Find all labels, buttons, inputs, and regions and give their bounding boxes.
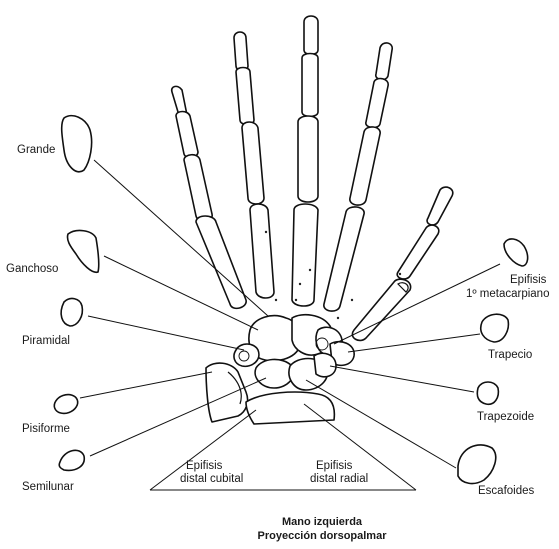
caption-line1: Mano izquierda (282, 516, 363, 528)
label-piramidal: Piramidal (22, 335, 70, 347)
label-epifisis-cubital-line1: Epifisis (186, 460, 223, 472)
ganchoso-bone-icon (67, 231, 98, 273)
epifisis-1met-bone-icon (504, 239, 528, 266)
label-epifisis-1met-line2: 1º metacarpiano (466, 288, 549, 300)
label-grande: Grande (17, 144, 55, 156)
label-pisiforme: Pisiforme (22, 423, 70, 435)
index-finger (324, 43, 392, 311)
piramidal-bone-icon (61, 299, 82, 326)
grande-bone-icon (62, 116, 92, 172)
label-escafoides: Escafoides (478, 485, 535, 497)
caption-line2: Proyección dorsopalmar (258, 530, 388, 542)
hand-skeleton (172, 16, 453, 424)
isolated-bones (52, 116, 528, 484)
label-semilunar: Semilunar (22, 481, 74, 493)
label-epifisis-radial-line2: distal radial (310, 473, 368, 485)
thumb (352, 187, 452, 340)
pisiforme-bone-icon (52, 391, 81, 416)
ring-finger (234, 32, 274, 298)
trapezoide-bone-icon (477, 382, 498, 404)
label-epifisis-1met-line1: Epifisis (510, 274, 547, 286)
label-trapecio: Trapecio (488, 349, 532, 361)
little-finger (172, 86, 246, 308)
figure-caption: Mano izquierda Proyección dorsopalmar (258, 516, 388, 542)
label-epifisis-radial-line1: Epifisis (316, 460, 353, 472)
label-ganchoso: Ganchoso (6, 263, 58, 275)
escafoides-bone-icon (458, 445, 496, 484)
carpal-bones (234, 315, 354, 390)
label-epifisis-cubital-line2: distal cubital (180, 473, 243, 485)
trapecio-bone-icon (481, 314, 509, 342)
middle-finger (292, 16, 318, 306)
label-trapezoide: Trapezoide (477, 411, 534, 423)
semilunar-bone-icon (59, 450, 84, 470)
